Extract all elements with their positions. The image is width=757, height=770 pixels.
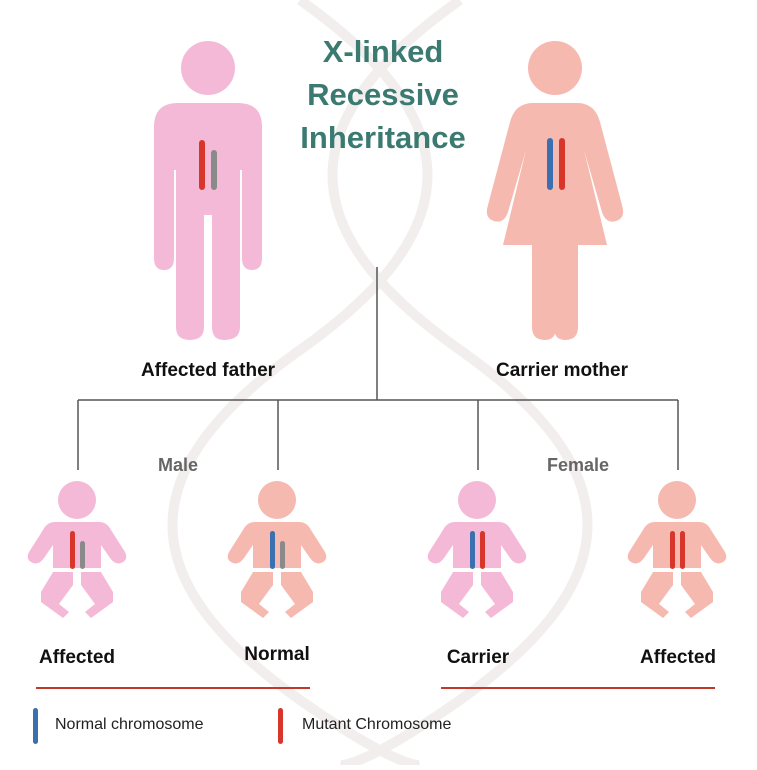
mother-x-chromosome-mutant xyxy=(559,138,565,190)
child-1-head xyxy=(58,481,96,519)
legend-mutant-label: Mutant Chromosome xyxy=(302,716,452,733)
father-body xyxy=(154,103,262,340)
child-4-leg-left xyxy=(641,572,673,618)
title-line-3: Inheritance xyxy=(300,120,466,155)
child-2-chromosome-2 xyxy=(280,541,285,569)
child-2-head xyxy=(258,481,296,519)
child-3-chromosome-1 xyxy=(470,531,475,569)
child-3-chromosome-2 xyxy=(480,531,485,569)
child-1-torso xyxy=(27,522,127,568)
pedigree-lines xyxy=(77,267,679,470)
dna-strand-left xyxy=(167,0,433,770)
legend-mutant-marker xyxy=(278,708,283,744)
child-1-figure xyxy=(27,481,127,618)
child-3-leg-left xyxy=(441,572,473,618)
children xyxy=(27,481,727,618)
title-line-1: X-linked xyxy=(322,34,444,69)
child-1-chromosome-1 xyxy=(70,531,75,569)
child-2-chromosome-1 xyxy=(270,531,275,569)
mother-label: Carrier mother xyxy=(496,360,628,381)
child-4-torso xyxy=(627,522,727,568)
child-4-chromosome-2 xyxy=(680,531,685,569)
child-label-4: Affected xyxy=(639,647,717,668)
child-3-leg-right xyxy=(481,572,513,618)
dna-strand-right xyxy=(327,0,593,770)
father-figure xyxy=(154,41,262,340)
father-y-chromosome xyxy=(211,150,217,190)
mother-body xyxy=(486,103,624,340)
child-3-figure xyxy=(427,481,527,618)
child-4-head xyxy=(658,481,696,519)
female-group-label: Female xyxy=(546,455,610,475)
father-head xyxy=(181,41,235,95)
mother-figure xyxy=(486,41,624,340)
child-1-leg-right xyxy=(81,572,113,618)
diagram-title: X-linked Recessive Inheritance xyxy=(300,30,465,159)
male-group-label: Male xyxy=(157,455,199,475)
child-4-figure xyxy=(627,481,727,618)
child-4-chromosome-1 xyxy=(670,531,675,569)
child-4-leg-right xyxy=(681,572,713,618)
child-3-torso xyxy=(427,522,527,568)
child-2-figure xyxy=(227,481,327,618)
father-label: Affected father xyxy=(140,360,276,381)
child-label-1: Affected xyxy=(38,647,116,668)
child-label-2: Normal xyxy=(244,644,310,665)
child-label-3: Carrier xyxy=(446,647,510,668)
father-x-chromosome xyxy=(199,140,205,190)
child-2-leg-left xyxy=(241,572,273,618)
title-line-2: Recessive xyxy=(307,77,459,112)
child-2-torso xyxy=(227,522,327,568)
child-1-leg-left xyxy=(41,572,73,618)
child-1-chromosome-2 xyxy=(80,541,85,569)
child-3-head xyxy=(458,481,496,519)
dna-watermark xyxy=(167,0,593,770)
legend-normal-marker xyxy=(33,708,38,744)
mother-head xyxy=(528,41,582,95)
legend-normal-label: Normal chromosome xyxy=(55,716,204,733)
child-2-leg-right xyxy=(281,572,313,618)
mother-x-chromosome-normal xyxy=(547,138,553,190)
